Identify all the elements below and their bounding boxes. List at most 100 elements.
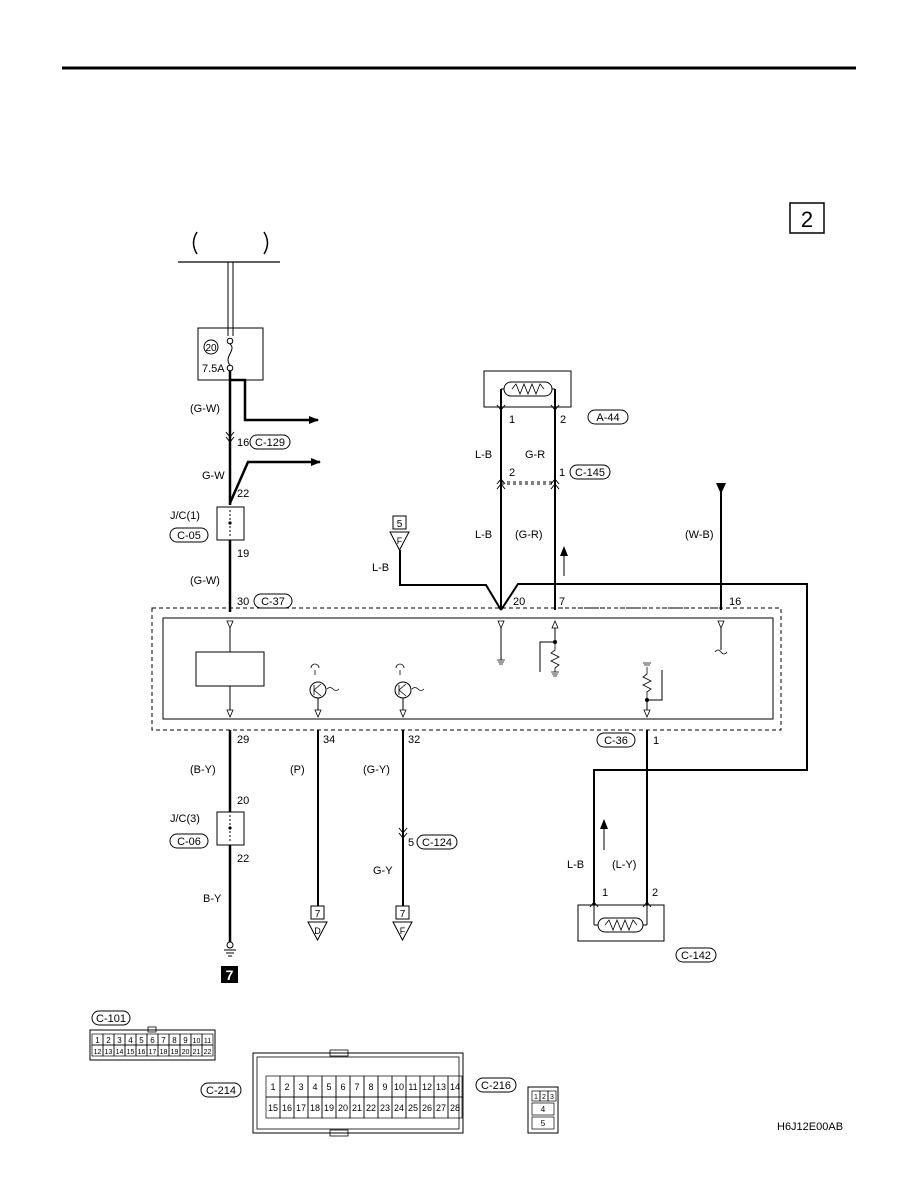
a44-pin-1: 1 xyxy=(509,414,515,426)
transistor-32-icon xyxy=(394,681,412,699)
jc1-dot xyxy=(228,521,232,525)
ground-marker: 7 xyxy=(226,967,234,983)
sensor-a44-zigzag-icon xyxy=(511,382,545,396)
bus-left-paren xyxy=(192,231,198,255)
bus-right-paren xyxy=(263,231,269,255)
c214-pin-label: 23 xyxy=(380,1103,390,1113)
wire-color-lb-left: L-B xyxy=(372,562,389,574)
c101-pin-label: 16 xyxy=(138,1049,146,1056)
c145-pin-1: 1 xyxy=(559,467,565,479)
a44-pin-mark-1 xyxy=(496,404,506,411)
connector-c145-box xyxy=(569,464,611,480)
ecu-outer-dashed xyxy=(151,607,782,731)
c216-pin-cell xyxy=(531,1102,555,1116)
c214-latch-bottom xyxy=(329,1129,349,1137)
ground-arrow-icon xyxy=(716,483,726,494)
c214-pin-label: 16 xyxy=(282,1103,292,1113)
c214-pin-label: 10 xyxy=(394,1082,404,1092)
ecu-branch-7 xyxy=(539,641,555,672)
ecu-pin-20: 20 xyxy=(513,596,525,608)
wire-color-p: (P) xyxy=(290,764,305,776)
c214-pin-label: 2 xyxy=(284,1082,289,1092)
connector-c101-label: C-101 xyxy=(96,1013,126,1025)
c216-pin-cell xyxy=(531,1116,555,1130)
ref-5: 5 xyxy=(397,519,403,530)
connector-c129-box xyxy=(249,434,291,450)
ecu-in-mark-30 xyxy=(226,620,234,630)
sensor-a44-box xyxy=(483,370,572,408)
wire-color-gr-mid: (G-R) xyxy=(515,529,543,541)
c214-pin-label: 27 xyxy=(436,1103,446,1113)
ecu-resistor-1-top-ground-icon xyxy=(643,662,651,666)
transistor-34-body xyxy=(313,683,340,697)
c101-pin-label: 21 xyxy=(193,1049,201,1056)
c145-mark-right xyxy=(550,478,560,490)
ref-d: D xyxy=(314,926,321,936)
branch-arrow-upper xyxy=(230,378,319,424)
c216-pin-label: 3 xyxy=(550,1094,554,1101)
pin-19-jc1: 19 xyxy=(237,548,249,560)
c214-pin-label: 28 xyxy=(450,1103,460,1113)
c101-pin-label: 10 xyxy=(193,1038,201,1045)
ecu-in-mark-16 xyxy=(717,620,725,630)
sensor-c142-box xyxy=(577,904,665,942)
connector-c129: C-129 xyxy=(255,437,285,449)
ecu-pin-32: 32 xyxy=(408,734,420,746)
c101-pin-label: 2 xyxy=(106,1036,111,1045)
wire-color-gr-a44: G-R xyxy=(525,449,545,461)
c101-pin-label: 4 xyxy=(128,1036,133,1045)
c101-key xyxy=(147,1026,157,1033)
ref-f-top-triangle xyxy=(389,531,410,552)
ecu-body xyxy=(162,617,774,720)
connector-c216-label: C-216 xyxy=(481,1080,511,1092)
connector-c129-mark xyxy=(225,431,235,443)
c101-pin-label: 8 xyxy=(172,1036,177,1045)
c142-pin-2: 2 xyxy=(652,887,658,899)
wire-color-gy-low: G-Y xyxy=(373,865,393,877)
jc1-label: J/C(1) xyxy=(170,510,200,522)
jc3-pin-22: 22 xyxy=(237,853,249,865)
ecu-wave-16-icon xyxy=(714,649,728,655)
connector-c36-box xyxy=(596,732,636,748)
c216-pin-cell xyxy=(547,1090,557,1102)
c101-pin-label: 3 xyxy=(117,1036,122,1045)
c214-pin-label: 21 xyxy=(352,1103,362,1113)
a44-pin-mark-2 xyxy=(550,404,560,411)
sensor-c142-zigzag-icon xyxy=(604,918,638,932)
connector-c124-box xyxy=(416,834,458,850)
c101-pin-label: 17 xyxy=(149,1049,157,1056)
c214-inner xyxy=(256,1056,460,1130)
ecu-pin-34: 34 xyxy=(323,734,335,746)
connector-c101-label-box xyxy=(91,1010,131,1026)
connector-a44: A-44 xyxy=(596,412,619,424)
c101-pin-cell xyxy=(201,1044,214,1057)
wire-color-by-top: (B-Y) xyxy=(190,764,216,776)
c36-pin-1: 1 xyxy=(653,735,659,747)
c214-pin-label: 4 xyxy=(312,1082,317,1092)
c214-pin-label: 7 xyxy=(354,1082,359,1092)
branch-arrow-lower xyxy=(228,458,321,504)
fuse-number: 20 xyxy=(205,343,217,354)
c101-pin-label: 1 xyxy=(95,1036,100,1045)
wire-color-lb-mid: L-B xyxy=(475,529,492,541)
ground-marker-box xyxy=(221,966,238,983)
page-number-box xyxy=(789,202,825,234)
ref-7f-box xyxy=(395,905,410,920)
c216-pin-label: 5 xyxy=(541,1119,546,1128)
c214-pin-label: 12 xyxy=(422,1082,432,1092)
connector-c214-label-box xyxy=(200,1082,242,1098)
pin-22-jc1: 22 xyxy=(237,488,249,500)
ref-7d: 7 xyxy=(315,909,321,920)
c214-pin-label: 13 xyxy=(436,1082,446,1092)
connector-c142: C-142 xyxy=(681,950,711,962)
ecu-resistor-1-icon xyxy=(642,667,652,700)
connector-c145: C-145 xyxy=(575,467,605,479)
c124-pin-5: 5 xyxy=(408,837,414,849)
ecu-ground-7-icon xyxy=(551,671,559,677)
connector-c214-label: C-214 xyxy=(206,1085,236,1097)
wire-color-gw-low: (G-W) xyxy=(190,575,220,587)
c214-pin-label: 6 xyxy=(340,1082,345,1092)
ecu-resistor-7-icon xyxy=(550,642,560,672)
